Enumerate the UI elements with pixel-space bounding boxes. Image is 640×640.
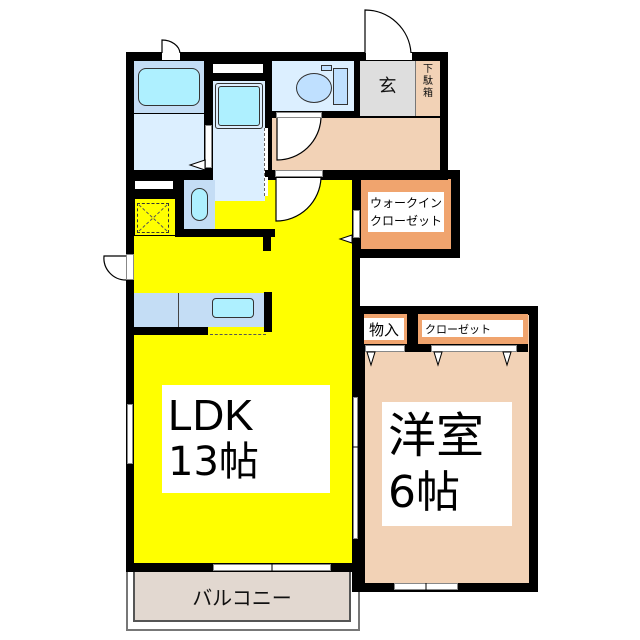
wall-under-washer — [175, 229, 275, 237]
ldk-right-window — [353, 397, 358, 539]
toilet-tank — [333, 68, 348, 105]
bath-door — [205, 125, 212, 168]
kitchen-bottom-wall — [126, 327, 208, 335]
western-room-size: 6帖 — [388, 467, 460, 518]
washroom-left — [134, 114, 204, 170]
toilet-bowl — [296, 73, 332, 103]
storage-closet-divider — [407, 314, 418, 348]
toilet-tank-top — [321, 65, 332, 71]
bathtub — [138, 68, 200, 106]
walk-in-closet-label: ウォークイン クローゼット — [368, 192, 444, 232]
shoe-box-char-2: 駄 — [423, 76, 433, 87]
storage-label: 物入 — [364, 318, 404, 340]
shoe-box — [415, 61, 440, 116]
wic-line-1: ウォークイン — [370, 196, 443, 210]
ldk-floor — [130, 172, 356, 566]
washroom-sliding-door — [264, 128, 268, 196]
shoe-box-char-3: 箱 — [423, 88, 433, 99]
shoe-box-char-1: 下 — [423, 64, 433, 75]
closet-door — [431, 345, 517, 352]
entrance-area — [360, 61, 415, 116]
balcony-label: バルコニー — [192, 586, 292, 610]
shoe-box-label: 下 駄 箱 — [417, 64, 439, 100]
side-door-frame — [126, 254, 134, 280]
wall-stub-ldk — [263, 229, 271, 251]
kitchen-dashed-line — [210, 334, 266, 335]
washer — [191, 188, 208, 221]
storage-door — [365, 345, 405, 352]
underfloor-hatch — [137, 203, 169, 233]
shelf-white — [213, 64, 263, 73]
entrance-label: 玄 — [378, 76, 397, 97]
closet-label: クローゼット — [422, 320, 523, 337]
ldk-label: LDK 13帖 — [162, 385, 330, 493]
wic-door — [353, 210, 360, 238]
ldk-size: 13帖 — [168, 439, 259, 485]
toilet-door-frame — [276, 112, 322, 118]
kitchen-sink — [212, 298, 254, 318]
ldk-right-wall — [352, 170, 360, 592]
bath-window-frame — [162, 53, 180, 60]
western-room-label: 洋室 6帖 — [382, 402, 512, 526]
kitchen-divider — [178, 293, 179, 327]
wic-line-2: クローゼット — [370, 214, 443, 228]
ldk-left-wall — [126, 170, 134, 572]
ldk-name: LDK — [168, 391, 254, 440]
balcony-area — [133, 571, 351, 622]
kitchen-right-wall — [264, 292, 272, 332]
shelf-white-2 — [135, 181, 173, 189]
ldk-door-frame — [275, 170, 323, 177]
western-room-name: 洋室 — [388, 408, 485, 464]
entrance-door-frame — [366, 53, 412, 60]
ldk-left-window — [127, 404, 133, 464]
wash-basin — [218, 86, 260, 126]
